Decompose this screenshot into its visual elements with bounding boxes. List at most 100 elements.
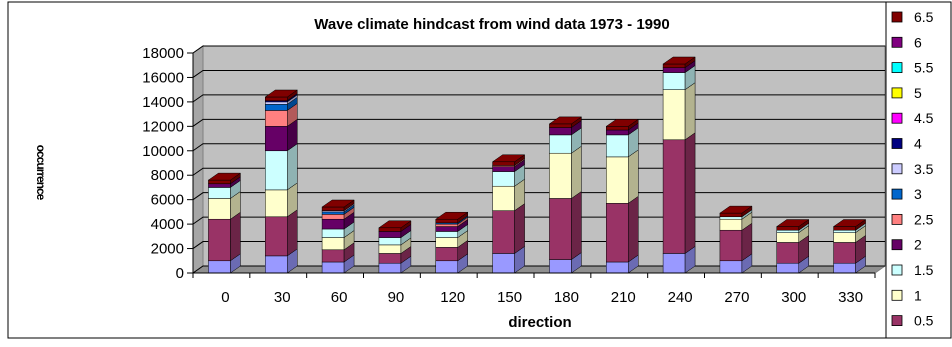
bar-segment (321, 218, 345, 230)
bar-stack-330 (832, 219, 867, 274)
bar-top (719, 205, 753, 214)
bar-stack-240 (662, 56, 696, 274)
x-tick-label: 300 (781, 289, 806, 306)
bar-stack-120 (434, 211, 469, 274)
y-tick-label: 0 (176, 265, 184, 282)
bar-segment (776, 226, 799, 231)
bar-segment (321, 261, 345, 274)
bar-segment (719, 229, 743, 262)
bar-segment (833, 262, 856, 274)
bar-segment-side (628, 149, 639, 204)
gridline (192, 265, 885, 274)
legend-swatch (891, 138, 903, 149)
bar-segment-side (684, 132, 696, 254)
bar-segment (265, 255, 288, 274)
bar-segment (719, 216, 743, 220)
bar-segment (776, 262, 799, 274)
y-tick-label: 6000 (151, 192, 184, 209)
x-tick-label: 60 (331, 289, 348, 306)
bar-segment (492, 185, 515, 211)
x-tick-label: 30 (274, 289, 291, 306)
bar-segment (719, 218, 743, 231)
bar-segment (435, 223, 458, 227)
bar-segment (606, 129, 629, 136)
bar-segment (549, 127, 572, 136)
x-tick-label: 180 (554, 289, 579, 306)
x-tick-label: 0 (221, 289, 229, 306)
bar-segment (776, 242, 799, 264)
bar-segment (265, 104, 288, 111)
bar-segment (435, 231, 458, 238)
bar-segment (208, 218, 231, 262)
bar-segment (208, 260, 231, 274)
bar-segment (265, 101, 288, 105)
bar-segment-side (287, 209, 298, 257)
bar-segment (265, 96, 288, 101)
legend-swatch (891, 11, 903, 23)
bar-segment (662, 72, 686, 90)
gridlines (192, 45, 885, 274)
bar-top (548, 116, 583, 125)
y-tick-label: 2000 (151, 241, 184, 258)
legend-label: 3 (914, 186, 922, 202)
bar-segment (378, 244, 402, 254)
bar-segment (606, 261, 629, 274)
bar-segment (776, 232, 799, 243)
bar-segment (378, 231, 402, 238)
bar-segment (606, 134, 629, 158)
bar-segment (208, 198, 231, 220)
legend-label: 6 (914, 34, 922, 50)
bar-segment (208, 179, 231, 185)
bar-segment (833, 232, 856, 243)
bar-top (605, 119, 640, 127)
bar-segment (435, 218, 458, 224)
y-axis-ticks: 0200040006000800010000120001400016000180… (142, 45, 194, 282)
legend-swatch (891, 87, 903, 99)
legend-swatch (891, 36, 903, 48)
legend-swatch (891, 62, 903, 73)
bar-segment (321, 228, 345, 238)
legend-swatch (891, 315, 903, 327)
x-axis-label: direction (508, 314, 571, 331)
bar-stack-30 (264, 89, 299, 274)
legend-swatch (891, 188, 903, 200)
bar-segment-side (684, 82, 696, 141)
legend-label: 1.5 (914, 262, 934, 278)
legend-label: 3.5 (914, 161, 934, 177)
bar-segment-side (628, 195, 639, 263)
bar-top (434, 211, 469, 220)
bar-segment (321, 214, 345, 220)
legend-label: 5.5 (914, 60, 934, 76)
chart-title: Wave climate hindcast from wind data 197… (314, 16, 669, 33)
bar-segment (833, 226, 856, 231)
bar-segment (492, 171, 515, 187)
bar-segment (662, 63, 686, 68)
gridline (192, 69, 885, 78)
legend-label: 4 (914, 136, 922, 152)
legend-label: 6.5 (914, 9, 934, 25)
y-tick-label: 12000 (142, 118, 184, 135)
bars (207, 56, 867, 274)
bar-top (662, 56, 696, 65)
y-tick-label: 4000 (151, 216, 184, 233)
bar-segment (776, 229, 799, 233)
bar-segment (549, 198, 572, 260)
legend-label: 1 (914, 287, 922, 303)
bar-segment (321, 237, 345, 251)
bar-segment (208, 187, 231, 199)
y-tick-label: 8000 (151, 167, 184, 184)
bar-stack-270 (719, 205, 753, 274)
gridline (192, 94, 885, 103)
bar-segment (492, 210, 515, 254)
bar-segment (321, 249, 345, 263)
bar-segment (833, 229, 856, 233)
bar-segment-side (571, 190, 582, 261)
bar-segment (606, 126, 629, 131)
bar-segment-side (514, 203, 525, 254)
y-tick-label: 18000 (142, 45, 184, 62)
bar-segment (662, 253, 686, 274)
bar-segment (549, 123, 572, 128)
side-wall (192, 45, 204, 274)
x-tick-label: 120 (440, 289, 465, 306)
bar-segment (662, 67, 686, 73)
